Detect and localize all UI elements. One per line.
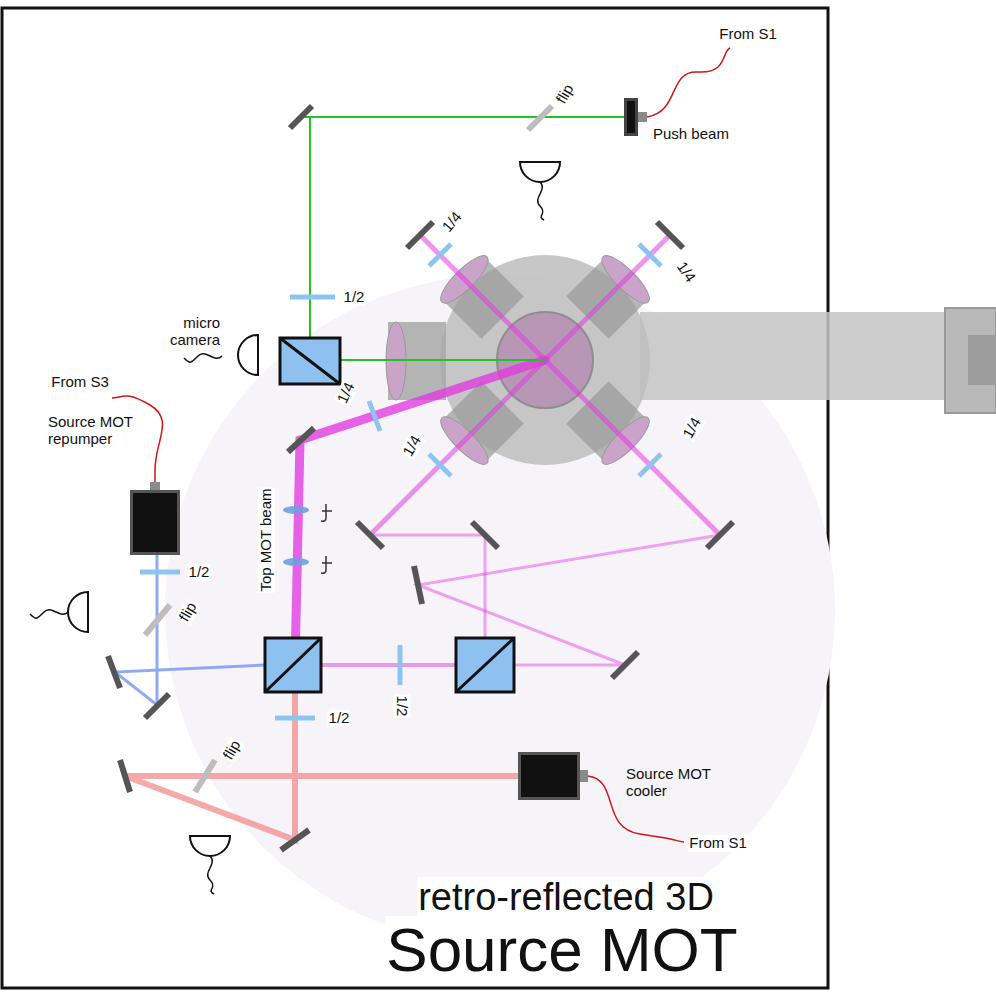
mirror — [108, 106, 733, 850]
vacuum-chamber — [945, 308, 996, 413]
push-beam-path — [302, 117, 624, 360]
waveplate-label: 1/2 — [343, 289, 366, 306]
beam-splitter-cube — [456, 638, 514, 692]
mot-beams — [420, 235, 720, 535]
vacuum-chamber — [640, 312, 950, 400]
cooler-beam — [125, 692, 518, 840]
waveplate-label: 1/2 — [188, 564, 211, 581]
mirror — [657, 222, 683, 248]
optical-fiber — [112, 48, 730, 842]
waveplate — [639, 454, 661, 476]
fiber-origin: From S1 — [718, 26, 778, 43]
waveplate — [290, 295, 335, 300]
signal-cable — [184, 354, 222, 363]
lens — [321, 504, 332, 521]
photodetector — [68, 162, 560, 856]
mirror — [472, 522, 498, 548]
signal-cable — [208, 856, 214, 894]
component-label: Source MOT repumper — [48, 413, 156, 448]
laser-source-box: Source MOT cooler — [518, 752, 580, 800]
mirror — [612, 652, 638, 678]
optical-fiber — [647, 48, 730, 117]
waveplate — [140, 570, 180, 575]
mot-beams — [370, 535, 485, 638]
beam-splitter-cube — [280, 338, 340, 384]
mirror — [357, 522, 383, 548]
waveplate-label: 1/4 — [673, 258, 700, 286]
mot-beams — [320, 663, 455, 667]
waveplate-label: 1/4 — [438, 208, 465, 236]
lens — [321, 556, 332, 573]
fiber-connector — [150, 112, 647, 782]
fiber-origin: From S3 — [50, 374, 110, 391]
repumper-beam — [115, 555, 265, 705]
flip-mirror — [145, 605, 170, 635]
flip-mirror — [195, 760, 215, 792]
push-beam-path — [302, 117, 624, 360]
component-label: micro camera — [162, 314, 220, 349]
repumper-beam — [115, 555, 265, 705]
lens — [283, 506, 309, 514]
waveplate — [140, 244, 661, 718]
signal-cable — [30, 182, 544, 894]
cooler-beam — [125, 692, 518, 840]
mirror — [120, 760, 130, 792]
mirror — [145, 694, 169, 718]
beam-splitter-cube — [265, 638, 321, 692]
mirror — [108, 656, 120, 688]
waveplate — [275, 716, 315, 721]
fiber-connector — [150, 482, 160, 490]
photodetector — [520, 162, 560, 182]
beam-splitter-cube — [456, 638, 514, 692]
beam-splitter-cube — [265, 638, 321, 692]
beam-label: Top MOT beam — [258, 487, 275, 592]
optical-fiber — [112, 396, 163, 482]
setup-title: Source MOT — [385, 916, 738, 984]
mirror — [281, 830, 309, 850]
lens — [283, 504, 332, 573]
flip-mirror — [145, 106, 552, 792]
waveplate — [398, 645, 403, 685]
mirror — [414, 566, 422, 604]
mirror — [288, 428, 314, 452]
flip-mirror — [528, 106, 552, 130]
laser-source-box: Source MOT repumper — [130, 490, 180, 555]
waveplate — [429, 454, 451, 476]
fiber-origin: From S1 — [688, 835, 748, 852]
signal-cable — [30, 610, 68, 619]
mot-beams — [370, 235, 670, 535]
waveplate-label: 1/2 — [328, 710, 351, 727]
waveplate-label: 1/2 — [394, 695, 411, 718]
fiber-connector — [580, 770, 588, 782]
component-label: Push beam — [653, 125, 763, 142]
setup-title: retro-reflected 3D — [417, 877, 715, 919]
mirror — [407, 222, 433, 248]
component-label: Source MOT cooler — [626, 765, 726, 800]
mirror — [707, 522, 733, 548]
lens — [283, 558, 309, 566]
waveplate — [429, 244, 451, 266]
beam-splitter-cube — [280, 338, 340, 384]
camera-icon — [222, 330, 262, 380]
beam-splitter-cube — [265, 338, 514, 692]
waveplate — [639, 244, 661, 266]
camera-icon: micro camera — [222, 330, 262, 380]
fiber-collimator: Push beam — [624, 98, 638, 136]
mirror — [290, 106, 312, 128]
signal-cable — [538, 182, 544, 220]
photodetector — [68, 592, 88, 632]
mot-beams — [295, 235, 720, 665]
camera-icon — [238, 335, 258, 375]
fiber-connector — [638, 112, 647, 122]
waveplate — [369, 401, 380, 431]
vacuum-chamber — [968, 335, 996, 385]
photodetector — [190, 836, 230, 856]
flip-mirror-label: flip — [553, 81, 578, 108]
